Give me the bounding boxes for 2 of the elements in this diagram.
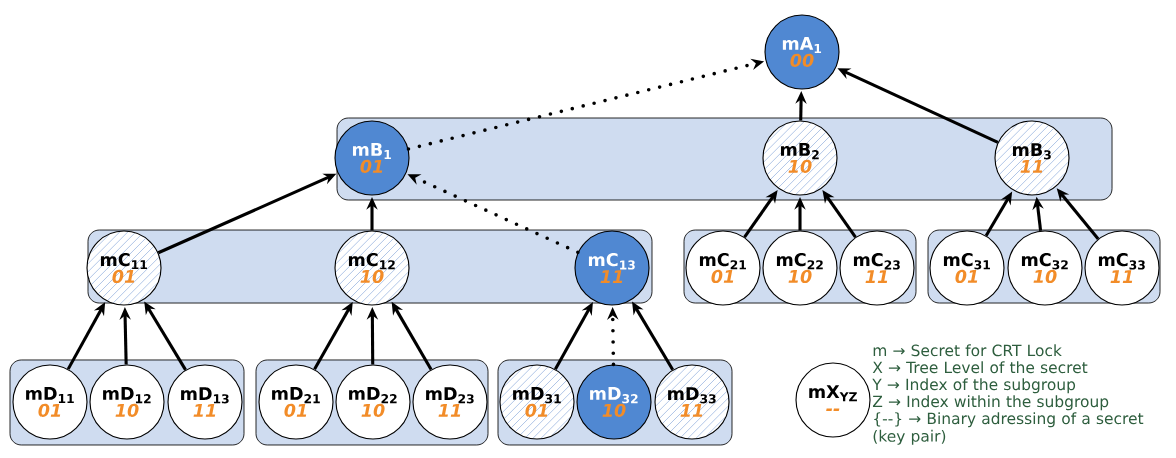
legend-text: m → Secret for CRT Lock <box>873 344 1062 357</box>
legend-text: {--} → Binary adressing of a secret (key pair) <box>873 412 1144 445</box>
